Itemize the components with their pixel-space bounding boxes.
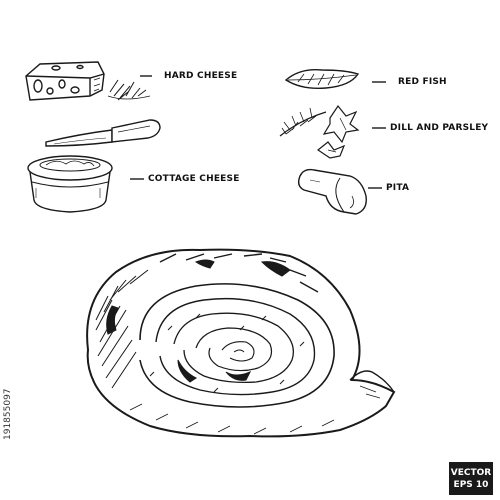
dill-parsley-drawing bbox=[279, 104, 360, 159]
label-pita: PITA bbox=[386, 183, 410, 193]
pita-drawing bbox=[297, 168, 367, 215]
lavash-roll-drawing bbox=[86, 248, 396, 438]
hard-cheese-drawing bbox=[25, 61, 151, 101]
stock-id: 191855097 bbox=[3, 388, 13, 440]
red-fish-drawing bbox=[284, 69, 360, 90]
label-hard-cheese: HARD CHEESE bbox=[164, 71, 238, 81]
cottage-cheese-drawing bbox=[27, 155, 113, 213]
vector-eps-badge: VECTOR EPS 10 bbox=[449, 462, 493, 495]
butter-knife-drawing bbox=[45, 119, 161, 147]
label-red-fish: RED FISH bbox=[398, 77, 447, 87]
label-cottage-cheese: COTTAGE CHEESE bbox=[148, 174, 240, 184]
label-dill-and-parsley: DILL AND PARSLEY bbox=[390, 123, 489, 133]
badge-line-2: EPS 10 bbox=[453, 480, 489, 490]
badge-line-1: VECTOR bbox=[450, 468, 492, 478]
